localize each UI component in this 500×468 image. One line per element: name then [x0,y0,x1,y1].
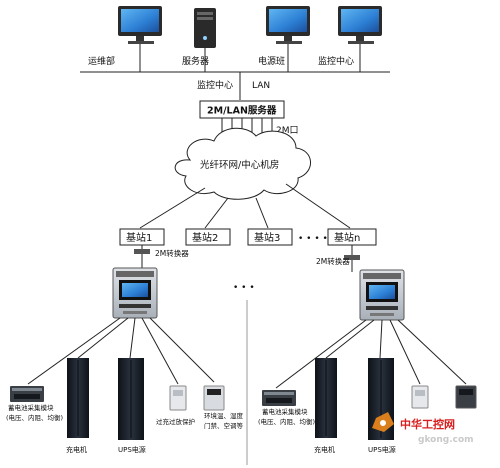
terminal-label: 监控中心 [318,55,354,67]
computer-icon [338,6,382,44]
watermark-url: gkong.com [418,435,474,445]
station-label: 基站1 [126,231,152,244]
battery-collector-icon [10,386,44,402]
port-label: 2M口 [276,126,299,136]
converter-icon [134,249,150,254]
station-links [139,183,351,229]
station-box: 基站1 [119,228,165,246]
converter-label: 2M转换器 [316,256,350,266]
station-label: 基站n [334,231,360,244]
protection-device-icon [411,385,429,409]
middle-ellipsis: • • • [233,283,255,293]
server-tower-icon [194,8,216,48]
station-label: 基站2 [192,231,218,244]
converter-label: 2M转换器 [155,248,189,258]
charger-rack-icon [67,358,89,438]
environment-sensor-icon [455,385,477,409]
protection-device-icon [169,385,187,411]
device-label: UPS电源 [118,445,146,454]
device-label: 过充过放保护 [156,417,195,426]
cloud-icon [174,127,311,200]
server-label: 2M/LAN服务器 [207,105,277,117]
terminal-label: 服务器 [182,55,209,67]
device-links [275,319,467,389]
station-ellipsis: • • • • [298,234,328,244]
monitoring-controller-icon [359,269,405,321]
device-label: 蓄电池采集模块 [8,403,54,412]
station-label: 基站3 [254,231,280,244]
device-sublabel: (电压、内阻、均衡) [258,417,315,426]
environment-sensor-icon [203,385,225,411]
charger-rack-icon [315,358,337,438]
watermark-logo: 中华工控网 gkong.com [372,412,474,445]
station-box: 基站3 [247,228,293,246]
device-sublabel: (电压、内阻、均衡) [6,413,63,422]
computer-icon [266,6,310,44]
terminal-label: 电源班 [258,55,285,67]
ups-rack-icon [118,358,144,440]
device-sublabel: 门禁、空调等 [204,421,244,430]
cloud-label: 光纤环网/中心机房 [200,159,279,171]
converter-icon [344,255,360,260]
device-label: 充电机 [314,445,335,454]
station-box: 基站n [327,228,377,246]
device-label: UPS电源 [368,445,396,454]
battery-collector-icon [262,390,296,406]
device-links [27,317,215,385]
terminal-label: 运维部 [88,55,115,67]
lan-left-label: 监控中心 [197,79,233,91]
device-label: 充电机 [66,445,87,454]
monitoring-controller-icon [112,267,158,319]
device-label: 蓄电池采集模块 [262,407,308,416]
station-box: 基站2 [185,228,231,246]
watermark-brand: 中华工控网 [400,417,455,431]
device-label: 环境温、湿度 [204,411,244,420]
lan-right-label: LAN [252,81,270,91]
computer-icon [118,6,162,44]
